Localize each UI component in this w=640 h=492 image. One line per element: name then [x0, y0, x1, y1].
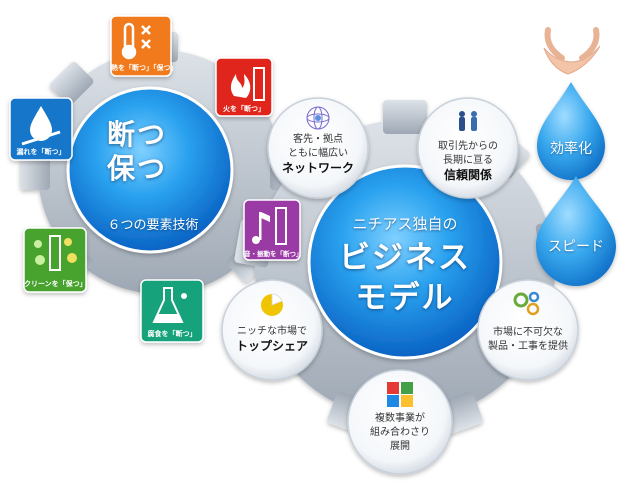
node-network-text: 客先・拠点 ともに幅広い ネットワーク — [273, 133, 363, 175]
right-hub-circle — [307, 164, 503, 360]
node-trust-line2: 長期に亘る — [443, 155, 493, 166]
thermometer-icon — [121, 22, 151, 60]
left-hub-subtitle: ６つの要素技術 — [107, 218, 199, 233]
right-hub-subtitle: ニチアス独自の — [352, 215, 458, 233]
tile-heat — [110, 15, 172, 77]
water-drop-icon — [21, 106, 61, 146]
drop-efficiency-label: 効率化 — [550, 141, 592, 157]
tile-fire — [215, 57, 273, 117]
right-hub-title-line2: モデル — [355, 280, 455, 316]
right-hub-title-line1: ビジネス — [339, 240, 471, 276]
pie-chart-icon — [261, 293, 283, 316]
drop-speed-label: スピード — [548, 239, 604, 255]
node-network-bold: ネットワーク — [281, 161, 354, 175]
tile-fire-label: 火を「断つ」 — [223, 105, 265, 113]
node-network — [267, 97, 369, 199]
fire-icon — [230, 67, 265, 101]
tile-clean — [23, 227, 87, 293]
right-hub-title: ビジネス モデル — [300, 238, 510, 318]
left-hub-title-line1: 断つ — [106, 118, 167, 151]
clean-icon — [34, 235, 77, 271]
drop-efficiency — [537, 82, 605, 180]
hands-icon — [543, 27, 601, 75]
music-note-icon — [252, 207, 287, 245]
tile-sound — [243, 199, 301, 261]
node-trust-bold: 信頼関係 — [443, 168, 492, 182]
left-hub-circle — [66, 86, 234, 254]
node-network-line2: ともに幅広い — [288, 148, 348, 159]
network-icon — [306, 106, 330, 130]
tile-heat-label: 熱を「断つ」「保つ」 — [111, 64, 178, 72]
tile-corrosion-label: 腐食を「断つ」 — [147, 330, 197, 338]
drop-speed — [536, 176, 616, 286]
node-topshare-line1: ニッチな市場で — [237, 326, 307, 337]
node-puzzle-line3: 展開 — [390, 441, 410, 452]
left-hub-title-line2: 保つ — [106, 152, 167, 185]
node-topshare-bold: トップシェア — [235, 339, 308, 353]
node-trust-line1: 取引先からの — [438, 141, 498, 152]
puzzle-icon — [387, 382, 413, 407]
node-puzzle-text: 複数事業が 組み合わさり 展開 — [355, 412, 445, 454]
node-puzzle-line2: 組み合わさり — [370, 427, 430, 438]
gears-icon — [513, 291, 540, 316]
handshake-icon — [459, 111, 477, 131]
node-topshare — [221, 279, 323, 381]
node-trust-text: 取引先からの 長期に亘る 信頼関係 — [423, 140, 513, 182]
tile-corrosion — [140, 279, 204, 343]
node-puzzle — [347, 369, 453, 475]
node-puzzle-line1: 複数事業が — [375, 413, 425, 424]
tile-leak-label: 漏れを「断つ」 — [16, 148, 66, 156]
tile-sound-label: 音・振動を「断つ」 — [244, 250, 303, 258]
node-supply-line2: 製品・工事を提供 — [488, 341, 568, 352]
node-topshare-text: ニッチな市場で トップシェア — [227, 325, 317, 353]
tile-clean-label: クリーンを「保つ」 — [24, 280, 87, 288]
node-network-line1: 客先・拠点 — [293, 134, 343, 145]
node-supply-text: 市場に不可欠な 製品・工事を提供 — [483, 326, 573, 354]
node-supply-line1: 市場に不可欠な — [493, 327, 563, 338]
tile-leak — [9, 97, 73, 161]
left-hub-title: 断つ 保つ — [92, 118, 182, 186]
node-supply — [477, 279, 579, 381]
flask-icon — [152, 287, 187, 323]
node-trust — [417, 97, 519, 199]
